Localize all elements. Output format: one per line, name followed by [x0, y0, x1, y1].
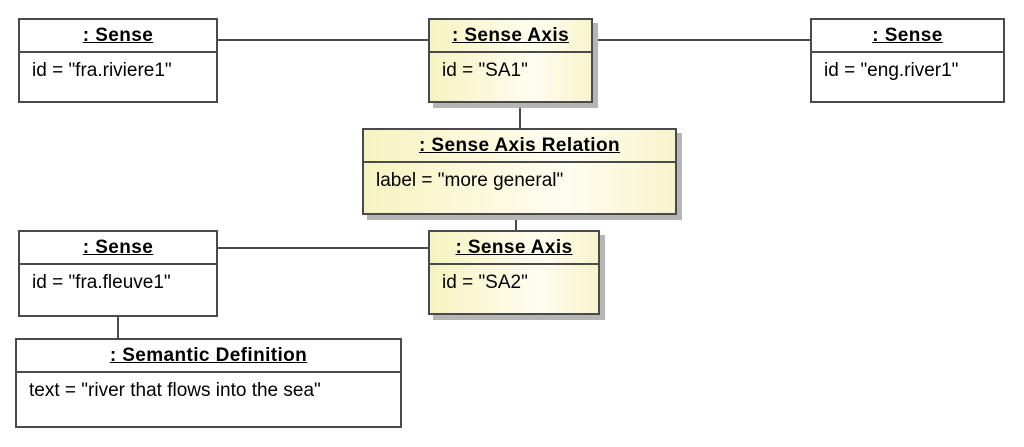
object-title: : Sense: [20, 20, 216, 53]
object-semantic-definition: : Semantic Definition text = "river that…: [15, 338, 402, 428]
object-title: : Sense Axis: [430, 20, 591, 53]
object-attribute: text = "river that flows into the sea": [29, 380, 321, 401]
object-attribute: id = "fra.fleuve1": [32, 272, 171, 293]
object-sense-fra-fleuve1: : Sense id = "fra.fleuve1": [18, 230, 218, 317]
object-attribute: id = "SA2": [442, 272, 528, 293]
edge-fleuve1-to-definition: [117, 315, 119, 340]
object-attribute: id = "eng.river1": [824, 60, 959, 81]
edge-fleuve1-to-sa2: [218, 247, 428, 249]
object-sense-eng-river1: : Sense id = "eng.river1": [810, 18, 1005, 103]
object-attribute: label = "more general": [376, 170, 564, 191]
object-title: : Sense Axis: [430, 232, 598, 265]
object-sense-axis-sa1: : Sense Axis id = "SA1": [428, 18, 593, 103]
object-attribute: id = "SA1": [442, 60, 528, 81]
object-sense-fra-riviere1: : Sense id = "fra.riviere1": [18, 18, 218, 103]
object-title: : Sense: [812, 20, 1003, 53]
edge-sa1-to-river1: [593, 39, 810, 41]
object-sense-axis-sa2: : Sense Axis id = "SA2": [428, 230, 600, 315]
edge-riviere1-to-sa1: [218, 39, 428, 41]
object-title: : Sense Axis Relation: [364, 130, 675, 163]
object-sense-axis-relation: : Sense Axis Relation label = "more gene…: [362, 128, 677, 215]
object-title: : Semantic Definition: [17, 340, 400, 373]
object-title: : Sense: [20, 232, 216, 265]
edge-sa1-to-relation: [519, 102, 521, 130]
edge-relation-to-sa2: [515, 213, 517, 232]
object-attribute: id = "fra.riviere1": [32, 60, 172, 81]
